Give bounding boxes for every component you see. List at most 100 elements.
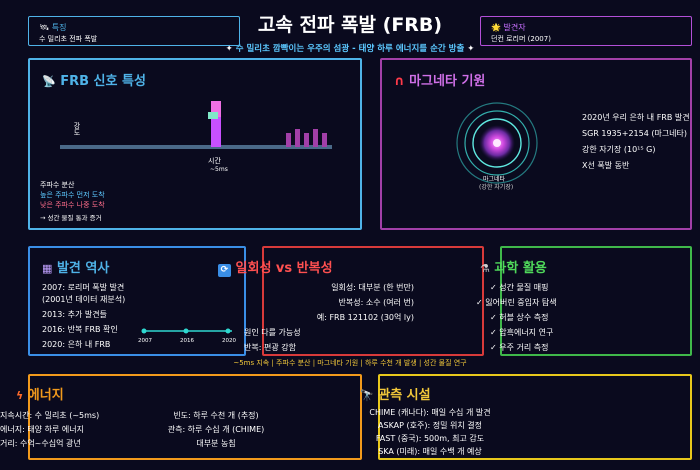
sparkle-icon: ✦ [225,44,233,54]
magnetar-panel: ∩ 마그네타 기원 마그네타 (강한 자기장) 2020년 우리 은하 내 FR… [380,58,692,230]
science-item: ✓ 허블 상수 측정 [490,313,549,322]
repeat-panel: ⟳ 일회성 vs 반복성 일회성: 대부분 (한 번만) 반복성: 소수 (여러… [218,246,484,356]
echo-pulse [295,129,300,147]
timeline-year: 2016 [180,338,194,344]
magnetar-center [493,139,501,147]
energy-fact: 지속시간: 수 밀리초 (~5ms) [0,411,100,420]
timeline-dot [225,328,231,334]
radio-dish-icon: 🛰 [39,23,50,32]
facility-title: 🔭 관측 시설 [360,384,431,403]
science-panel: ⚗ 과학 활용 ✓ 성간 물질 매핑 ✓ 잃어버린 중입자 탐색 ✓ 허블 상수… [476,246,692,356]
history-event: 2016: 반복 FRB 확인 [42,325,118,334]
echo-pulse [313,129,318,147]
feature-label-text: 특징 [51,23,67,32]
science-item: ✓ 성간 물질 매핑 [490,283,549,292]
main-pulse-glow [211,101,221,117]
facility-panel: 🔭 관측 시설 CHIME (캐나다): 매일 수십 개 발견 ASKAP (호… [360,374,692,460]
history-panel: ▦ 발견 역사 2007: 로리머 폭발 발견 (2001년 데이터 재분석) … [28,246,246,356]
discoverer-label-text: 발견자 [503,23,526,32]
magnetar-fact: 강한 자기장 (10¹⁵ G) [582,145,656,154]
facility-line: SKA (미래): 매일 수백 개 예상 [378,447,482,456]
science-title: ⚗ 과학 활용 [480,257,547,276]
repeat-line: 반복성: 소수 (여러 번) [338,298,414,307]
dispersion-high: 높은 주파수 먼저 도착 [40,191,105,199]
signal-baseline [60,145,332,149]
energy-title-text: 에너지 [27,388,64,403]
history-event: 2020: 은하 내 FRB [42,340,111,349]
science-item: ✓ 우주 거리 측정 [490,343,549,352]
x-axis-label: 시간 [208,157,221,165]
star-icon: 🌟 [491,23,501,32]
magnetar-core-label: 마그네타 [483,176,506,183]
facility-line: ASKAP (호주): 정밀 위치 결정 [378,421,482,430]
field-ring-outer [456,102,538,184]
magnetar-fact: SGR 1935+2154 (마그네타) [582,129,688,138]
ticker-bar: ~5ms 지속 | 주파수 분산 | 마그네타 기원 | 하루 수천 개 발생 … [233,359,467,367]
magnetar-fact: X선 폭발 동반 [582,161,630,170]
timeline-year: 2020 [222,338,236,344]
energy-fact: 에너지: 태양 하루 에너지 [0,425,84,434]
history-event: 2013: 추가 발견들 [42,310,107,319]
energy-title: ϟ 에너지 [16,384,64,403]
field-ring-inner [472,118,522,168]
signal-title-text: FRB 신호 특성 [60,74,146,89]
energy-fact: 대부분 농침 [196,439,236,448]
history-title-text: 발견 역사 [56,261,110,276]
pulse-duration-label: ~5ms [210,166,228,173]
history-event: (2001년 데이터 재분석) [42,295,126,304]
feature-label: 🛰 특징 [39,22,66,33]
energy-fact: 빈도: 하루 수천 개 (추정) [173,411,259,420]
facility-line: FAST (중국): 500m, 최고 감도 [375,434,485,443]
signal-panel: 📡 FRB 신호 특성 강도 시간 ~5ms 주파수 분산 높은 주파수 먼저 … [28,58,362,230]
magnetar-title-text: 마그네타 기원 [409,74,486,89]
echo-pulse [304,133,309,147]
energy-fact: 관측: 하루 수십 개 (CHIME) [167,425,265,434]
echo-pulse [322,133,327,147]
discoverer-box: 🌟 발견자 던컨 로리머 (2007) [480,16,692,46]
magnetar-core-sub: (강한 자기장) [479,184,514,191]
history-timeline [141,328,232,334]
echo-pulse [286,133,291,147]
facility-line: CHIME (캐나다): 매일 수십 개 발견 [369,408,491,417]
repeat-line: 일회성: 대부분 (한 번만) [331,283,414,292]
calendar-icon: ▦ [42,262,53,275]
page-subtitle: ✦ 수 밀리초 깜빡이는 우주의 섬광 - 태양 하루 에너지를 순간 방출 ✦ [0,42,700,54]
microscope-icon: ⚗ [480,262,490,275]
history-event: 2007: 로리머 폭발 발견 [42,283,125,292]
y-axis-label: 강도 [73,122,81,136]
science-item: ✓ 잃어버린 중입자 탐색 [476,298,557,307]
telescope-icon: 🔭 [360,389,374,402]
pulse-marker [208,112,218,119]
repeat-line: 원인 다를 가능성 [244,328,301,337]
dispersion-note: → 성간 물질 통과 증거 [40,214,102,222]
lightning-icon: ϟ [16,389,24,402]
sparkle-icon: ✦ [467,44,475,54]
science-item: ✓ 암흑에너지 연구 [490,328,554,337]
signal-graph [60,101,332,149]
history-title: ▦ 발견 역사 [42,257,109,276]
signal-title: 📡 FRB 신호 특성 [42,70,146,89]
field-ring-middle [464,110,530,176]
discoverer-value: 던컨 로리머 (2007) [491,35,551,43]
science-title-text: 과학 활용 [494,261,547,276]
magnetar-fact: 2020년 우리 은하 내 FRB 발견 [582,113,690,122]
magnetar-title: ∩ 마그네타 기원 [394,70,485,89]
facility-title-text: 관측 시설 [378,388,431,403]
dispersion-title: 주파수 분산 [40,181,75,189]
timeline-dot [183,328,189,334]
repeat-line: 반복: 편광 강함 [244,343,296,352]
dispersion-low: 낮은 주파수 나중 도착 [40,201,105,209]
repeat-title-text: 일회성 vs 반복성 [235,261,333,276]
timeline-dot [141,328,147,334]
energy-panel: ϟ 에너지 지속시간: 수 밀리초 (~5ms) 에너지: 태양 하루 에너지 … [0,374,362,460]
feature-box: 🛰 특징 수 밀리초 전파 폭발 [28,16,240,46]
subtitle-text: 수 밀리초 깜빡이는 우주의 섬광 - 태양 하루 에너지를 순간 방출 [235,44,465,54]
satellite-dish-icon: 📡 [42,75,56,88]
repeat-title: ⟳ 일회성 vs 반복성 [218,257,333,277]
discoverer-label: 🌟 발견자 [491,22,526,33]
main-pulse [211,101,221,147]
magnetar-diagram [456,102,538,184]
refresh-icon: ⟳ [218,264,231,277]
timeline-year: 2007 [138,338,152,344]
repeat-line: 예: FRB 121102 (30억 ly) [316,313,414,322]
